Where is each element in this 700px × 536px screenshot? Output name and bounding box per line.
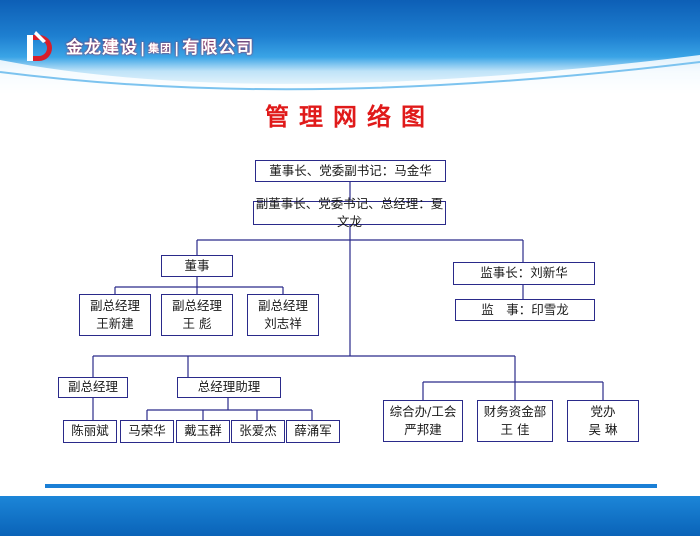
org-node-supervisor-chief: 监事长：刘新华	[453, 262, 595, 285]
company-name: 金龙建设|集团|有限公司	[66, 33, 254, 58]
org-node-board-member: 副总经理 王新建	[79, 294, 151, 336]
org-node-board: 董事	[161, 255, 233, 277]
company-group: 集团	[148, 42, 173, 55]
org-node-assistant: 戴玉群	[176, 420, 230, 443]
org-node-vice-chairman: 副董事长、党委书记、总经理：夏文龙	[253, 196, 446, 229]
org-node-assistant: 薛涌军	[286, 420, 340, 443]
company-main-name: 金龙建设	[66, 38, 138, 58]
org-node-board-member: 副总经理 刘志祥	[247, 294, 319, 336]
org-node-supervisor: 监 事：印雪龙	[455, 299, 595, 321]
org-node-deputy-gm: 副总经理	[58, 377, 128, 398]
company-suffix: 有限公司	[182, 38, 255, 58]
header-banner	[0, 0, 700, 95]
org-node-department: 综合办/工会 严邦建	[383, 400, 463, 442]
org-node-deputy-gm-member: 陈丽斌	[63, 420, 117, 443]
company-logo-icon	[27, 31, 52, 61]
separator: |	[140, 41, 147, 57]
org-node-gm-assistant: 总经理助理	[177, 377, 281, 398]
org-node-chairman: 董事长、党委副书记：马金华	[255, 160, 446, 182]
page-title: 管理网络图	[265, 103, 435, 131]
separator: |	[174, 41, 181, 57]
org-node-board-member: 副总经理 王 彪	[161, 294, 233, 336]
org-node-department: 财务资金部 王 佳	[477, 400, 553, 442]
footer-divider	[45, 484, 657, 488]
org-node-assistant: 张爱杰	[231, 420, 285, 443]
org-node-department: 党办 吴 琳	[567, 400, 639, 442]
footer-bar	[0, 496, 700, 536]
header-wave-decoration	[0, 55, 700, 95]
org-node-assistant: 马荣华	[120, 420, 174, 443]
